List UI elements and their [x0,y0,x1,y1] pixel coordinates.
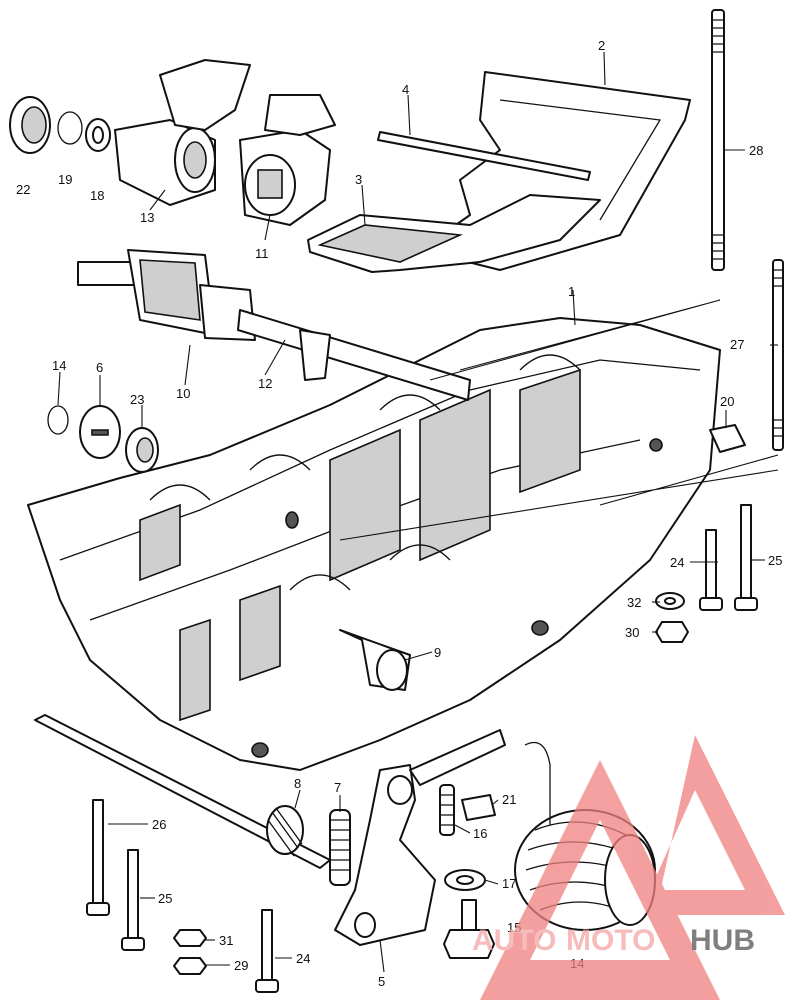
washer-32 [655,592,685,610]
shift-arm-5 [334,729,506,946]
washer-18 [85,118,111,152]
label-8: 8 [294,776,301,791]
label-25-right: 25 [768,553,782,568]
circlip-19 [57,111,83,145]
collar-21 [461,794,496,821]
fork-12 [299,329,331,381]
label-23: 23 [130,392,144,407]
label-32: 32 [627,595,641,610]
gear-shaft-10 [77,249,471,401]
bolt-24-bottom [255,909,279,993]
label-9: 9 [434,645,441,660]
label-29: 29 [234,958,248,973]
label-20: 20 [720,394,734,409]
label-11: 11 [255,246,269,261]
label-3: 3 [355,172,362,187]
spring-16 [439,784,455,836]
leader-lines [57,51,779,973]
label-24-right: 24 [670,555,684,570]
label-28: 28 [749,143,763,158]
label-30: 30 [625,625,639,640]
label-26: 26 [152,817,166,832]
strainer-screen [307,194,601,273]
label-18: 18 [90,188,104,203]
nut-30 [655,621,689,643]
spring-7 [329,809,351,886]
rod-4 [377,131,591,181]
label-17: 17 [502,876,516,891]
crankcase-body [27,317,721,771]
label-16: 16 [473,826,487,841]
nut-29 [173,957,207,975]
label-7: 7 [334,780,341,795]
label-12: 12 [258,376,272,391]
label-5: 5 [378,974,385,989]
clip-14 [47,405,69,435]
label-31: 31 [219,933,233,948]
label-4: 4 [402,82,409,97]
dowel-20 [709,424,746,453]
watermark-text-moto: MOTO [566,924,655,957]
automotohub-watermark: AUTO MOTO HUB [472,735,785,1000]
bolt-25-left [121,849,145,951]
label-10: 10 [176,386,190,401]
label-14-top: 14 [52,358,66,373]
label-21: 21 [502,792,516,807]
label-6: 6 [96,360,103,375]
part-number-labels: 1 2 3 4 5 6 7 8 9 10 11 12 13 14 14 15 1… [16,38,782,989]
label-25-left: 25 [158,891,172,906]
watermark-text-hub: HUB [690,924,755,957]
label-24-bottom: 24 [296,951,310,966]
oil-seal-22 [9,96,51,154]
label-1: 1 [568,284,575,299]
drain-plug-15 [443,899,495,959]
label-19: 19 [58,172,72,187]
bearing-23 [125,427,159,473]
label-2: 2 [598,38,605,53]
pin-9 [339,629,411,691]
bolt-24-right [699,529,723,611]
watermark-text-auto: AUTO [472,924,556,957]
bolt-26 [86,799,110,916]
bolt-25-right [734,504,758,611]
watermark-triangle [480,760,720,1000]
stud-bolt-28 [711,9,725,271]
plate-6 [79,405,121,459]
stud-bolt-27 [772,259,784,451]
watermark-triangle-small [650,735,785,915]
label-22: 22 [16,182,30,197]
bearing-holder-11 [239,94,336,226]
label-27: 27 [730,337,744,352]
label-13: 13 [140,210,154,225]
nut-31 [173,929,207,947]
spring-8 [266,805,304,857]
bearing-holder-13 [114,59,251,206]
washer-17 [444,869,486,891]
